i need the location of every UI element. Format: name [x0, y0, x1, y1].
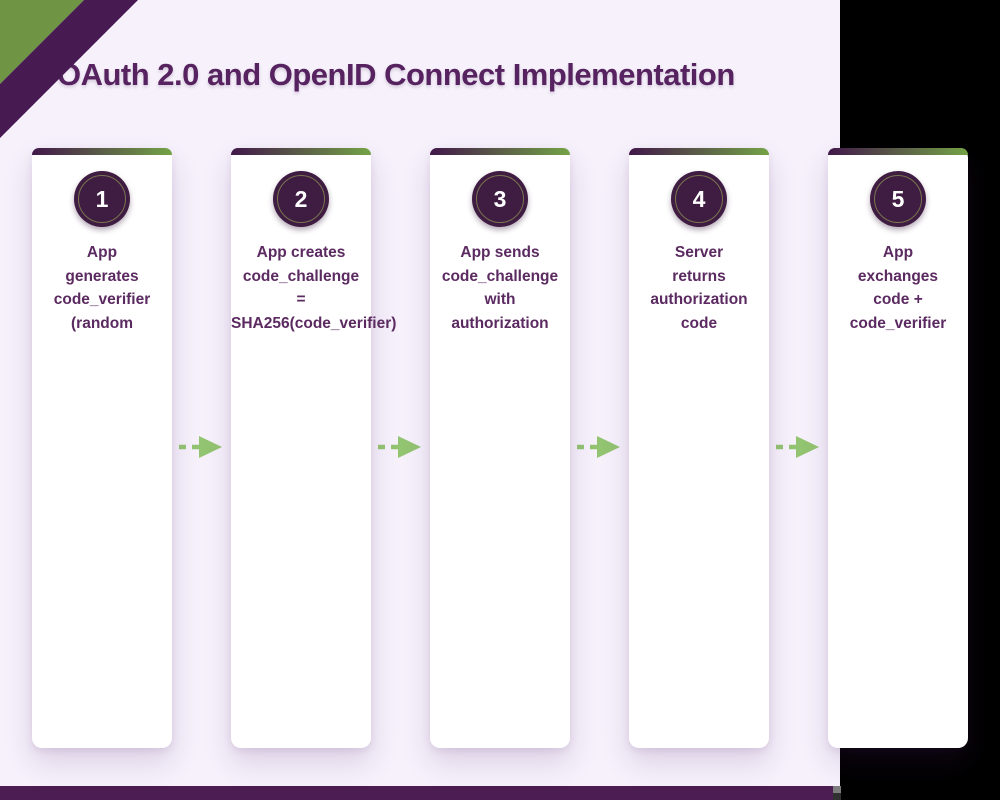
- step-text-line: SHA256(code_verifier): [231, 314, 397, 332]
- card-accent-bar: [629, 148, 769, 155]
- dashed-arrow-right-icon: [577, 436, 620, 458]
- page-title: OAuth 2.0 and OpenID Connect Implementat…: [57, 56, 735, 92]
- step-card: 4 Server returns authorization code: [629, 148, 769, 748]
- dashed-arrow-right-icon: [378, 436, 421, 458]
- step-text-line: code_verifier: [53, 291, 151, 308]
- step-text-line: with: [484, 291, 516, 308]
- step-text-line: code +: [873, 291, 923, 308]
- step-text-line: (random: [71, 314, 133, 332]
- step-card: 5 App exchanges code + code_verifier: [828, 148, 968, 748]
- border-end-artifact-top: [833, 786, 841, 793]
- step-text-line: returns: [672, 267, 726, 285]
- card-accent-bar: [32, 148, 172, 155]
- step-text-line: App creates: [256, 244, 346, 261]
- step-number: 3: [493, 185, 507, 212]
- step-text-line: code_verifier: [849, 314, 947, 332]
- step-text-line: App: [882, 244, 914, 261]
- step-text-line: App sends: [460, 244, 540, 261]
- card-accent-bar: [828, 148, 968, 155]
- dashed-arrow-right-icon: [776, 436, 819, 458]
- step-number: 5: [891, 185, 905, 212]
- step-text-line: code_challenge: [242, 267, 360, 285]
- step-text-line: App: [86, 244, 118, 261]
- step-number-badge: 5: [870, 171, 926, 227]
- step-card: 2 App creates code_challenge = SHA256(code_…: [231, 148, 397, 748]
- step-number-badge: 4: [671, 171, 727, 227]
- step-number: 4: [692, 185, 706, 212]
- step-description: Server returns authorization code: [629, 241, 769, 335]
- border-end-artifact-bottom: [833, 793, 841, 800]
- step-text-line: exchanges: [857, 267, 939, 285]
- step-text-line: code: [680, 314, 718, 332]
- card-accent-bar: [231, 148, 371, 155]
- step-text-line: authorization: [650, 291, 748, 308]
- step-number-badge: 1: [74, 171, 130, 227]
- bottom-border: [0, 786, 833, 800]
- step-description: App generates code_verifier (random: [32, 241, 172, 335]
- step-number: 2: [294, 185, 308, 212]
- dashed-arrow-right-icon: [179, 436, 222, 458]
- step-number-badge: 3: [472, 171, 528, 227]
- step-text-line: authorization: [451, 314, 549, 332]
- step-number-badge: 2: [273, 171, 329, 227]
- step-text-line: code_challenge: [441, 267, 559, 285]
- step-number: 1: [95, 185, 109, 212]
- step-description: App exchanges code + code_verifier: [828, 241, 968, 335]
- card-accent-bar: [430, 148, 570, 155]
- step-description: App creates code_challenge = SHA256(code_ve…: [231, 241, 397, 335]
- step-text-line: =: [296, 291, 306, 308]
- step-card: 1 App generates code_verifier (random: [32, 148, 172, 748]
- step-text-line: Server: [674, 244, 724, 261]
- step-text-line: generates: [65, 267, 139, 285]
